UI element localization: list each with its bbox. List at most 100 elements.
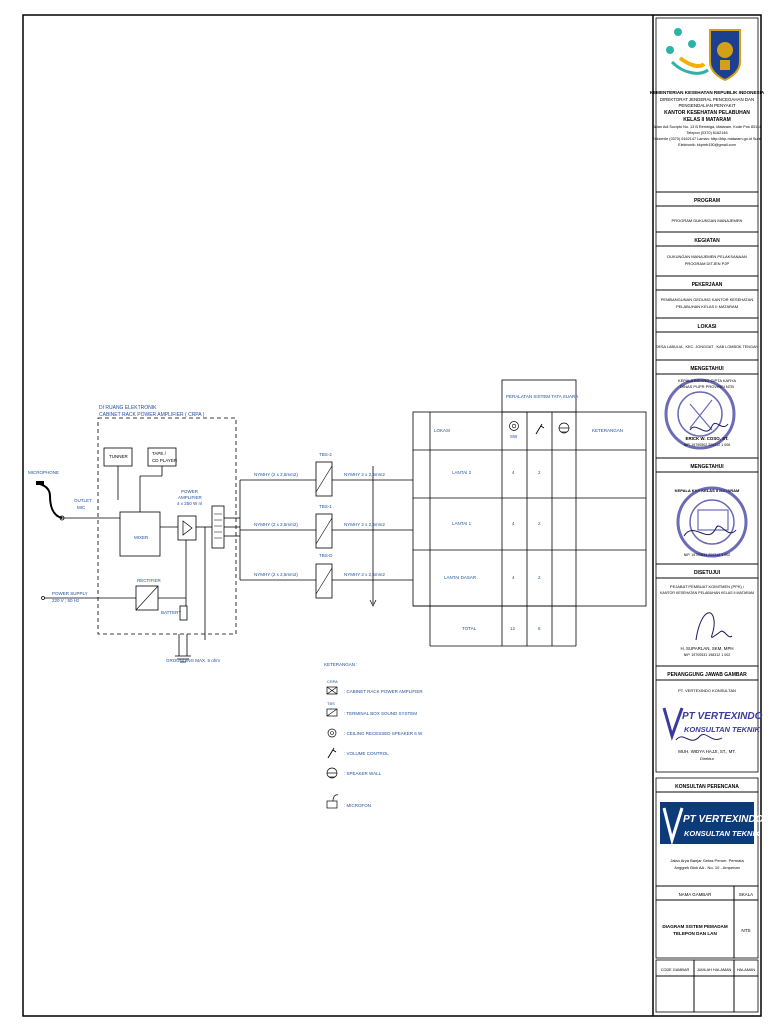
pj-logo-1: PT VERTEXINDO bbox=[682, 711, 763, 722]
skala-heading: SKALA bbox=[739, 892, 753, 897]
row-lokasi: LANTAI 2 bbox=[452, 470, 472, 475]
mixer-box bbox=[119, 511, 161, 557]
volume-control-icon bbox=[535, 423, 545, 435]
row-a: 4 bbox=[512, 470, 515, 475]
row-b: 2 bbox=[538, 470, 541, 475]
battery-box bbox=[179, 605, 188, 621]
skala-value: NTS bbox=[741, 928, 750, 933]
pekerjaan-value-2: PELABUHAN KELAS II MATARAM bbox=[676, 304, 738, 309]
ministry-logo-icon bbox=[666, 28, 709, 75]
legend-item: : MICROFON bbox=[344, 803, 371, 808]
mengetahui2-nip: NIP. 19700831 200312 1 002 bbox=[684, 553, 731, 557]
pj-heading: PENANGGUNG JAWAB GAMBAR bbox=[667, 672, 747, 678]
ground-icon bbox=[175, 655, 191, 663]
battery-label: BATTERY bbox=[161, 610, 181, 615]
tbs-2-label: TBS-2 bbox=[319, 452, 332, 457]
directorate-1: DIREKTORAT JENDERAL PENCEGAHAN DAN bbox=[660, 97, 754, 102]
address-3: Faksimile (0370) 6162147 Laman: http://k… bbox=[652, 137, 762, 141]
cable-label-3: NYMHY (2 x 2,5mm2) bbox=[254, 572, 298, 577]
row-b: 2 bbox=[538, 575, 541, 580]
nama-gambar-1: DIAGRAM SISTEM PEMADAM bbox=[662, 924, 728, 929]
col-sw: SW bbox=[510, 434, 518, 439]
electronics-room-box bbox=[97, 417, 237, 635]
pj-name: MUH. WIDYA HAJJI, ST., MT. bbox=[678, 749, 736, 754]
mengetahui2-1: KEPALA KKP KELAS II MATARAM bbox=[675, 488, 740, 493]
outlet-label: OUTLET bbox=[74, 498, 92, 503]
microphone-legend-icon bbox=[326, 794, 339, 809]
table-total-row: TOTAL 12 6 bbox=[462, 626, 541, 631]
official-stamp-2-icon bbox=[676, 486, 748, 558]
program-value: PROGRAM DUKUNGAN MANAJEMEN bbox=[672, 218, 743, 223]
regional-emblem-icon bbox=[709, 29, 741, 82]
room-label: DI RUANG ELEKTRONIK bbox=[99, 405, 157, 411]
total-label: TOTAL bbox=[462, 626, 477, 631]
signature-2-icon bbox=[683, 525, 737, 537]
lokasi-value: DESA LABULIA , KEC. JONGGAT , KAB LOMBOK… bbox=[656, 345, 759, 349]
legend-item: : CABINET RACK POWER AMPLIFIER bbox=[344, 689, 423, 694]
microphone-icon bbox=[36, 481, 63, 519]
ministry-name: KEMENTERIAN KESEHATAN REPUBLIK INDONESIA bbox=[650, 90, 765, 95]
disetujui-name: H. SUPARLAN, SKM, MPH bbox=[680, 646, 733, 651]
tbs-2: TBS-2 bbox=[315, 452, 333, 497]
rectifier-label: RECTIFIER bbox=[137, 578, 162, 583]
diagram: DI RUANG ELEKTRONIK CABINET RACK POWER A… bbox=[28, 405, 413, 663]
total-b: 6 bbox=[538, 626, 541, 631]
tuner-label: TUNNER bbox=[109, 454, 128, 459]
speaker-wall-legend-icon bbox=[326, 767, 338, 779]
row-lokasi: LANTAI 1 bbox=[452, 521, 472, 526]
cable-label-5: NYMHY 2 x 2,5mm2 bbox=[344, 522, 385, 527]
lokasi-heading: LOKASI bbox=[698, 324, 718, 330]
official-stamp-icon bbox=[664, 378, 736, 450]
nama-gambar-heading: NAMA GAMBAR bbox=[679, 892, 712, 897]
table-row: LANTAI DASAR 4 2 bbox=[444, 575, 541, 580]
disetujui-nip: NIP. 19700531 198312 1 002 bbox=[684, 653, 731, 657]
cable-label-6: NYMHY 2 x 2,5mm2 bbox=[344, 572, 385, 577]
pj-logo-2: KONSULTAN TEKNIK bbox=[684, 725, 761, 734]
signature-icon bbox=[689, 422, 729, 432]
mengetahui-1: KEPALA BIDANG CIPTA KARYA bbox=[678, 378, 737, 383]
col-keterangan: KETERANGAN bbox=[592, 428, 623, 433]
legend-item: : VOLUME CONTROL bbox=[344, 751, 389, 756]
sheet-border bbox=[22, 14, 762, 1017]
konsultan-logo-2: KONSULTAN TEKNIK bbox=[684, 829, 761, 838]
pekerjaan-value-1: PEMBANGUNAN GEDUNG KANTOR KESEHATAN bbox=[661, 297, 754, 302]
power-supply-label-1: POWER SUPPLY bbox=[52, 591, 88, 596]
row-a: 4 bbox=[512, 521, 515, 526]
disetujui-1: PEJABAT PEMBUAT KOMITMEN (PPK) / bbox=[670, 584, 745, 589]
konsultan-logo-1: PT VERTEXINDO bbox=[683, 814, 764, 825]
power-supply-label-2: 220 V ; 50 Hz bbox=[52, 598, 80, 603]
legend-title: KETERANGAN : bbox=[324, 662, 358, 667]
nama-gambar-2: TELEPON DAN LAN bbox=[673, 931, 717, 936]
mixer-label: MIXER bbox=[134, 535, 149, 540]
tbs-icon bbox=[326, 708, 338, 717]
disetujui-heading: DISETUJUI bbox=[694, 570, 721, 576]
tbs-d-label: TBS-D bbox=[319, 553, 333, 558]
cable-label-4: NYMHY 2 x 2,5mm2 bbox=[344, 472, 385, 477]
ceiling-speaker-icon bbox=[509, 421, 519, 431]
mic-label: MIC bbox=[77, 505, 86, 510]
pj-role: Direktur bbox=[700, 756, 715, 761]
mengetahui-heading: MENGETAHUI bbox=[690, 366, 724, 372]
kegiatan-value-1: DUKUNGAN MANAJEMEN PELAKSANAAN bbox=[667, 254, 747, 259]
table-row: LANTAI 2 4 2 bbox=[452, 470, 541, 475]
tbs-1: TBS-1 bbox=[315, 504, 333, 549]
program-heading: PROGRAM bbox=[694, 198, 720, 204]
row-b: 2 bbox=[538, 521, 541, 526]
halaman: HALAMAN bbox=[737, 968, 756, 972]
col-lokasi: LOKASI bbox=[434, 428, 450, 433]
volume-control-legend-icon bbox=[327, 747, 337, 759]
pj-company: PT. VERTEXINDO KONSULTAN bbox=[678, 688, 736, 693]
cd-player-label: CD PLAYER bbox=[152, 458, 178, 463]
mengetahui-2: DINAS PUPR PROVINSI NTB bbox=[680, 384, 734, 389]
equipment-table: PERALATAN SISTEM TATA SUARA LOKASI SW KE… bbox=[412, 379, 647, 647]
vertexindo-stamp-icon: PT VERTEXINDO KONSULTAN TEKNIK bbox=[662, 707, 763, 741]
grounding-label: GROUNDING MAX. 5 ohm bbox=[166, 658, 220, 663]
power-amp-label-2: AMPLIFIER bbox=[178, 495, 203, 500]
signature-4-icon bbox=[675, 734, 723, 741]
row-lokasi: LANTAI DASAR bbox=[444, 575, 477, 580]
tbs-d: TBS-D bbox=[315, 553, 333, 599]
address-2: Telepon (0370) 6162146 bbox=[686, 131, 727, 135]
legend-tbs: TBS bbox=[327, 701, 335, 706]
kegiatan-value-2: PROGRAM DITJEN P2P bbox=[685, 261, 730, 266]
title-block: KEMENTERIAN KESEHATAN REPUBLIK INDONESIA… bbox=[650, 17, 765, 1013]
